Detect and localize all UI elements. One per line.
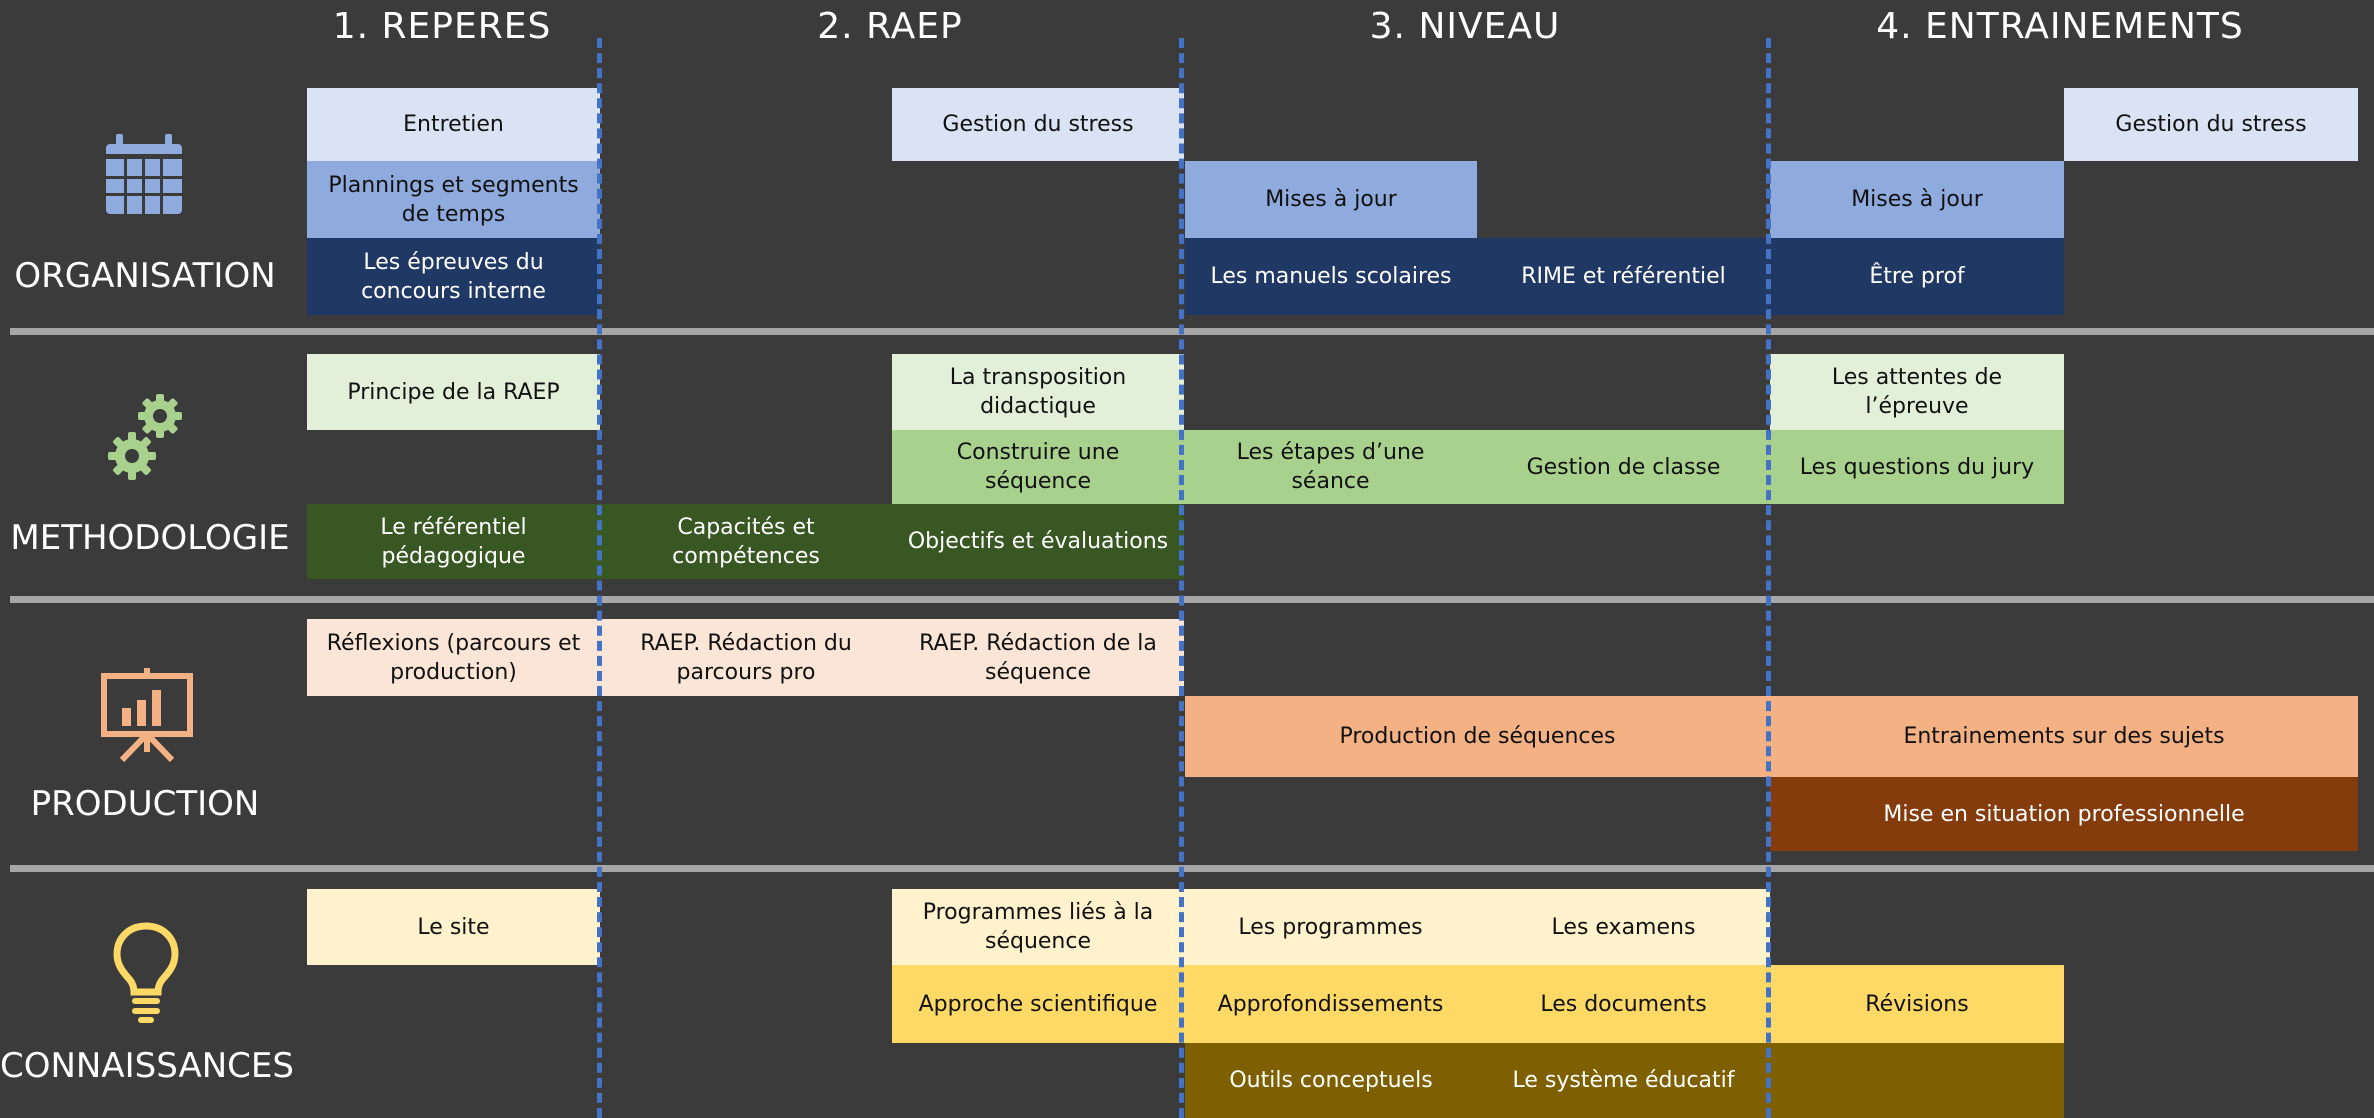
box-etre-prof: Être prof	[1770, 238, 2064, 315]
box-production-sequences: Production de séquences	[1185, 696, 1770, 777]
phase-divider	[597, 38, 602, 1118]
box-les-programmes: Les programmes	[1184, 889, 1477, 965]
box-mise-en-situation: Mise en situation professionnelle	[1770, 777, 2358, 851]
phase-divider	[1179, 38, 1184, 1118]
box-reflexions: Réflexions (parcours et production)	[307, 619, 600, 696]
presentation-chart-icon	[101, 668, 193, 762]
box-redaction-parcours: RAEP. Rédaction du parcours pro	[600, 619, 892, 696]
box-mises-a-jour-niveau: Mises à jour	[1185, 161, 1477, 238]
category-label-methodologie: METHODOLOGIE	[10, 518, 290, 558]
box-rime-referentiel: RIME et référentiel	[1477, 238, 1770, 315]
column-title-niveau: 3. NIVEAU	[1369, 6, 1561, 47]
box-programmes-lies: Programmes liés à la séquence	[892, 889, 1184, 965]
box-les-examens: Les examens	[1477, 889, 1770, 965]
box-attentes-epreuve: Les attentes de l’épreuve	[1770, 354, 2064, 430]
category-label-connaissances: CONNAISSANCES	[0, 1046, 294, 1086]
box-capacites-competences: Capacités et compétences	[600, 504, 892, 579]
box-outils-conceptuels: Outils conceptuels	[1185, 1043, 1477, 1118]
box-referentiel-pedagogique: Le référentiel pédagogique	[307, 504, 600, 579]
category-label-organisation: ORGANISATION	[14, 256, 276, 296]
box-gestion-classe: Gestion de classe	[1477, 430, 1770, 504]
box-les-documents: Les documents	[1477, 965, 1770, 1043]
box-entrainements-sujets: Entrainements sur des sujets	[1770, 696, 2358, 777]
box-gestion-stress-raep: Gestion du stress	[892, 88, 1184, 161]
calendar-icon	[106, 134, 182, 214]
box-entretien: Entretien	[307, 88, 600, 161]
phase-divider	[1766, 38, 1771, 1118]
box-connaissances-empty	[1770, 1043, 2064, 1118]
row-separator	[10, 328, 2374, 335]
box-manuels-scolaires: Les manuels scolaires	[1185, 238, 1477, 315]
column-title-raep: 2. RAEP	[817, 6, 963, 47]
column-title-entrainements: 4. ENTRAINEMENTS	[1876, 6, 2244, 47]
box-questions-jury: Les questions du jury	[1770, 430, 2064, 504]
box-transposition-didactique: La transposition didactique	[892, 354, 1184, 430]
row-separator	[10, 865, 2374, 872]
box-redaction-sequence: RAEP. Rédaction de la séquence	[892, 619, 1184, 696]
row-separator	[10, 596, 2374, 603]
box-mises-a-jour-entrainements: Mises à jour	[1770, 161, 2064, 238]
box-construire-sequence: Construire une séquence	[892, 430, 1184, 504]
box-revisions: Révisions	[1770, 965, 2064, 1043]
box-approche-scientifique: Approche scientifique	[892, 965, 1184, 1043]
box-approfondissements: Approfondissements	[1184, 965, 1477, 1043]
box-plannings: Plannings et segments de temps	[307, 161, 600, 238]
gears-icon	[108, 394, 182, 480]
box-le-site: Le site	[307, 889, 600, 965]
category-label-production: PRODUCTION	[30, 784, 260, 824]
box-principe-raep: Principe de la RAEP	[307, 354, 600, 430]
box-epreuves: Les épreuves du concours interne	[307, 238, 600, 315]
column-title-reperes: 1. REPERES	[332, 6, 552, 47]
box-etapes-seance: Les étapes d’une séance	[1184, 430, 1477, 504]
lightbulb-icon	[113, 922, 179, 1023]
box-systeme-educatif: Le système éducatif	[1477, 1043, 1770, 1118]
box-objectifs-evaluations: Objectifs et évaluations	[892, 504, 1184, 579]
box-gestion-stress-entrainements: Gestion du stress	[2064, 88, 2358, 161]
